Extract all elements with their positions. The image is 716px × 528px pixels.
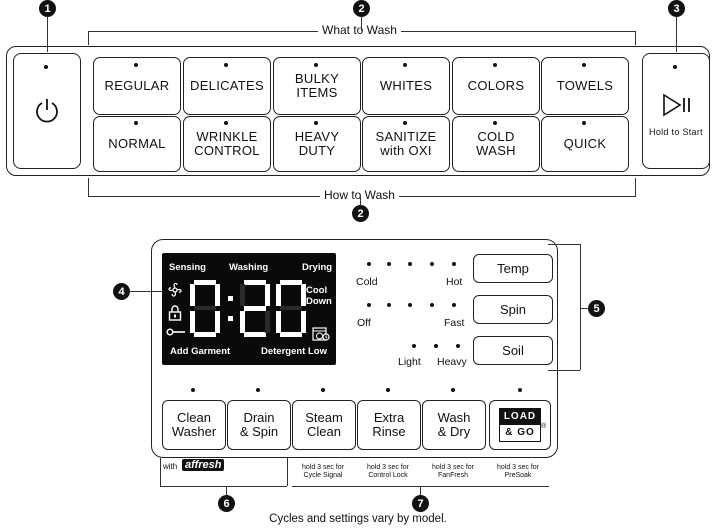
option-indicator	[256, 388, 260, 392]
lcd-display: Sensing Washing Drying Cool Down Add Gar…	[162, 253, 336, 365]
spin-level-indicator	[452, 303, 456, 307]
cycle-button-bulky-items[interactable]: BULKY ITEMS	[273, 57, 361, 115]
what-to-wash-label: What to Wash	[318, 23, 401, 37]
hold-label: hold 3 sec for FanFresh	[431, 464, 475, 479]
spin-level-indicator	[408, 303, 412, 307]
cycle-indicator	[582, 121, 586, 125]
spin-low-label: Off	[357, 317, 371, 329]
cycle-indicator	[493, 63, 497, 67]
key-icon	[166, 328, 185, 336]
footer-note: Cycles and settings vary by model.	[269, 513, 447, 525]
lcd-time-digits	[190, 280, 306, 337]
start-indicator	[673, 65, 677, 69]
start-button[interactable]: Hold to Start	[642, 53, 710, 169]
load-and-go-button[interactable]: LOAD & GO	[489, 400, 551, 450]
callout-3: 3	[668, 0, 685, 17]
cycle-indicator	[224, 63, 228, 67]
power-icon	[36, 99, 58, 123]
temp-high-label: Hot	[446, 276, 463, 288]
affresh-logo: affresh	[182, 459, 225, 471]
cycle-button-normal[interactable]: NORMAL	[93, 116, 181, 172]
hold-label: hold 3 sec for Cycle Signal	[301, 464, 345, 479]
lock-icon	[168, 305, 182, 321]
lcd-add-garment: Add Garment	[170, 346, 231, 357]
temp-low-label: Cold	[356, 276, 378, 288]
callout-2-bottom: 2	[352, 205, 369, 222]
power-button[interactable]	[13, 53, 81, 169]
cycle-indicator	[314, 63, 318, 67]
temp-level-indicator	[430, 262, 434, 266]
callout-1: 1	[39, 0, 56, 17]
cycle-button-wrinkle-control[interactable]: WRINKLE CONTROL	[183, 116, 271, 172]
clean-washer-button[interactable]: Clean Washer	[162, 400, 226, 450]
steam-clean-button[interactable]: Steam Clean	[292, 400, 356, 450]
temp-level-indicator	[367, 262, 371, 266]
option-indicator	[386, 388, 390, 392]
load-go-indicator	[518, 388, 522, 392]
registered-mark: ®	[541, 423, 547, 430]
lcd-washing: Washing	[229, 262, 269, 273]
load-go-line2: & GO	[505, 427, 535, 438]
wash-dry-button[interactable]: Wash & Dry	[422, 400, 486, 450]
soil-button[interactable]: Soil	[473, 336, 553, 365]
start-label: Hold to Start	[649, 127, 703, 137]
hold-label: hold 3 sec for Control Lock	[366, 464, 410, 479]
cycle-indicator	[403, 63, 407, 67]
option-indicator	[191, 388, 195, 392]
fan-icon	[168, 282, 182, 297]
spin-level-indicator	[430, 303, 434, 307]
option-indicator	[321, 388, 325, 392]
lcd-cool-down: Cool Down	[306, 285, 332, 307]
lcd-drying: Drying	[302, 262, 333, 273]
temp-level-indicator	[408, 262, 412, 266]
cycle-indicator	[493, 121, 497, 125]
soil-level-indicator	[434, 344, 438, 348]
cycle-indicator	[582, 63, 586, 67]
option-indicator	[451, 388, 455, 392]
play-pause-icon	[663, 93, 690, 117]
hold-label: hold 3 sec for PreSoak	[496, 464, 540, 479]
spin-level-indicator	[387, 303, 391, 307]
callout-4: 4	[113, 283, 130, 300]
washer-clean-icon	[312, 327, 330, 341]
temp-level-indicator	[452, 262, 456, 266]
cycle-indicator	[403, 121, 407, 125]
lcd-sensing: Sensing	[169, 262, 206, 273]
temp-button[interactable]: Temp	[473, 254, 553, 283]
load-go-line1: LOAD	[499, 409, 541, 425]
how-to-wash-label: How to Wash	[320, 188, 399, 202]
temp-level-indicator	[387, 262, 391, 266]
cycle-button-heavy-duty[interactable]: HEAVY DUTY	[273, 116, 361, 172]
spin-level-indicator	[367, 303, 371, 307]
spin-button[interactable]: Spin	[473, 295, 553, 324]
cycle-indicator	[134, 63, 138, 67]
callout-7: 7	[412, 495, 429, 512]
callout-2-top: 2	[353, 0, 370, 17]
lcd-detergent-low: Detergent Low	[261, 346, 327, 357]
cycle-indicator	[314, 121, 318, 125]
soil-high-label: Heavy	[437, 356, 467, 368]
cycle-indicator	[224, 121, 228, 125]
power-indicator	[44, 65, 48, 69]
spin-high-label: Fast	[444, 317, 465, 329]
extra-rinse-button[interactable]: Extra Rinse	[357, 400, 421, 450]
cycle-button-quick[interactable]: QUICK	[541, 116, 629, 172]
callout-5: 5	[588, 300, 605, 317]
soil-level-indicator	[456, 344, 460, 348]
callout-6: 6	[218, 495, 235, 512]
cycle-indicator	[134, 121, 138, 125]
affresh-with: with	[163, 462, 178, 471]
soil-level-indicator	[412, 344, 416, 348]
drain-spin-button[interactable]: Drain & Spin	[227, 400, 291, 450]
cycle-button-sanitize-with-oxi[interactable]: SANITIZE with OXI	[362, 116, 450, 172]
soil-low-label: Light	[398, 356, 421, 368]
cycle-button-cold-wash[interactable]: COLD WASH	[452, 116, 540, 172]
